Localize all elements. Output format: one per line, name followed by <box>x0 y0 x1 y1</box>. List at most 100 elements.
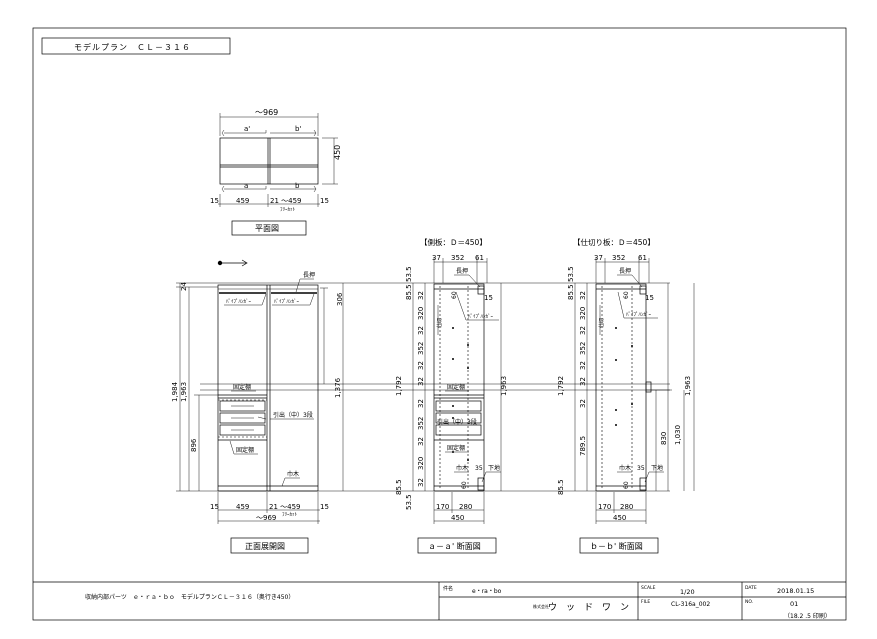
sec-a-dim-15: 15 <box>484 294 493 302</box>
front-dim-24: 24 <box>180 282 188 291</box>
scale-value: 1/20 <box>680 588 695 596</box>
svg-text:320: 320 <box>417 457 425 470</box>
sec-b-nageshi: 長押 <box>619 267 631 275</box>
plan-dim-21-459: 21 ～459 <box>270 197 302 205</box>
svg-text:32: 32 <box>579 326 587 335</box>
title-description: 収納内部パーツ ｅ・ｒａ・ｂｏ モデルプランＣＬ－３１６（奥行き450） <box>85 593 294 601</box>
sec-a-top-61: 61 <box>475 254 484 262</box>
sec-b-left-dim-stack: 53.5 85.5 32 320 32 352 32 32 32 789.5 8… <box>557 266 587 495</box>
front-pipe-hanger-2: ﾊﾟｲﾌﾟﾊﾝｶﾞｰ <box>274 298 300 305</box>
sec-a-caption: ａ－ａ' 断面図 <box>428 541 481 551</box>
sec-b-top-37: 37 <box>594 254 603 262</box>
front-habaki-label: 巾木 <box>287 470 299 478</box>
sec-a-dim-1963: 1,963 <box>500 376 508 396</box>
sec-b-pipe-hanger: ﾊﾟｲﾌﾟﾊﾝｶﾞｰ <box>626 311 652 318</box>
sec-a-bot-450: 450 <box>451 514 464 522</box>
plan-view: ～969 a' b' 450 a b 15 459 21 ～459 <box>210 108 342 236</box>
svg-text:352: 352 <box>417 417 425 430</box>
plan-caption: 平面図 <box>255 224 279 233</box>
plan-width-dim: ～969 <box>255 108 278 117</box>
front-dim-21-459: 21 ～459 <box>269 503 301 511</box>
front-total-width: ～969 <box>256 514 276 522</box>
plan-section-b-bot: b <box>295 182 300 190</box>
front-dim-1963: 1,963 <box>180 382 188 402</box>
front-dim-306: 306 <box>336 292 344 306</box>
sec-b-dim-15: 15 <box>645 294 654 302</box>
sec-b-bot-280: 280 <box>620 503 633 511</box>
sec-b-dim-1963: 1,963 <box>684 376 692 396</box>
plan-dim-459: 459 <box>236 197 249 205</box>
svg-text:32: 32 <box>579 361 587 370</box>
sec-a-pipe-hanger: ﾊﾟｲﾌﾟﾊﾝｶﾞｰ <box>468 313 494 320</box>
direction-arrow-icon <box>217 259 248 267</box>
sec-a-shelf-1: 固定棚 <box>447 383 465 391</box>
svg-text:320: 320 <box>417 307 425 320</box>
sec-b-bot-450: 450 <box>613 514 626 522</box>
svg-text:85.5: 85.5 <box>395 479 403 495</box>
front-shelf-support-2: 固定棚 <box>236 446 254 454</box>
plan-dim-15-right: 15 <box>320 197 329 205</box>
sheet-border <box>32 27 847 621</box>
svg-text:32: 32 <box>417 361 425 370</box>
model-plan-title: モデルプラン ＣＬ－３１６ <box>74 42 191 52</box>
file-value: CL-316a_002 <box>671 601 710 608</box>
svg-text:32: 32 <box>417 478 425 487</box>
svg-text:352: 352 <box>579 342 587 355</box>
sec-b-dim-35: 35 <box>637 465 645 472</box>
kenmei-label: 件名 <box>443 585 453 592</box>
sec-b-dim-1792: 1,792 <box>557 376 565 396</box>
sec-a-habaki: 巾木 <box>456 464 468 472</box>
model-plan-label: モデルプラン ＣＬ－３１６ <box>41 37 231 55</box>
svg-text:352: 352 <box>417 342 425 355</box>
no-label: NO. <box>745 599 753 605</box>
svg-text:53.5: 53.5 <box>405 266 413 282</box>
section-b: 37 352 61 仕切 長押 15 ﾊﾟｲﾌﾟﾊﾝｶﾞｰ 60 巾木 35 下… <box>557 254 695 554</box>
sec-a-dim-1792: 1,792 <box>395 376 403 396</box>
front-pipe-hanger-1: ﾊﾟｲﾌﾟﾊﾝｶﾞｰ <box>226 298 252 305</box>
company-name: ウ ッ ド ワ ン <box>548 602 629 613</box>
svg-text:32: 32 <box>417 437 425 446</box>
side-panel-title: 【側板：Ｄ＝450】 <box>420 237 487 247</box>
front-dim-1984: 1,984 <box>171 381 179 402</box>
sec-a-drawer: 引出（中）3段 <box>437 418 477 426</box>
partition-title: 【仕切り板：Ｄ＝450】 <box>573 237 655 247</box>
front-drawer-label: 引出（中）3段 <box>273 411 313 419</box>
svg-text:32: 32 <box>579 291 587 300</box>
svg-text:32: 32 <box>417 377 425 386</box>
sec-a-bot-170: 170 <box>436 503 449 511</box>
sec-a-top-352: 352 <box>451 254 464 262</box>
no-value: 01 <box>790 600 798 608</box>
front-dim-459: 459 <box>236 503 249 511</box>
svg-text:85.5: 85.5 <box>567 284 575 300</box>
front-nageshi-label: 長押 <box>303 271 315 279</box>
title-block: 収納内部パーツ ｅ・ｒａ・ｂｏ モデルプランＣＬ－３１６（奥行き450） 件名 … <box>33 581 846 620</box>
sec-a-left-dim-stack: 53.5 85.5 32 320 32 352 32 32 32 352 32 … <box>395 266 425 510</box>
sec-b-bot-170: 170 <box>598 503 611 511</box>
svg-text:53.5: 53.5 <box>567 266 575 282</box>
kenmei-value: e・ra・bo <box>472 588 502 595</box>
scale-label: SCALE <box>641 585 656 591</box>
svg-text:789.5: 789.5 <box>579 436 587 456</box>
sec-b-habaki: 巾木 <box>619 464 631 472</box>
date-label: DATE <box>745 585 757 591</box>
svg-text:85.5: 85.5 <box>557 479 565 495</box>
svg-text:仕切: 仕切 <box>436 318 443 328</box>
plan-dim-15-left: 15 <box>210 197 219 205</box>
svg-text:32: 32 <box>417 326 425 335</box>
sec-b-caption: ｂ－ｂ' 断面図 <box>590 541 643 551</box>
sec-a-shitaji: 下地 <box>488 464 500 472</box>
section-a: 37 352 61 仕切 長押 15 ﾊﾟｲﾌﾟﾊﾝｶﾞｰ <box>395 254 508 554</box>
company-label: 株式会社 <box>533 603 549 609</box>
svg-text:仕切: 仕切 <box>598 318 605 328</box>
plan-section-a-bot: a <box>244 182 248 190</box>
print-revision: （18.2 .5 印刷） <box>784 612 831 620</box>
sec-b-top-352: 352 <box>612 254 625 262</box>
front-dim-896: 896 <box>190 438 198 452</box>
date-value: 2018.01.15 <box>777 587 814 595</box>
sec-a-dim-60-bot: 60 <box>461 481 468 489</box>
front-caption: 正面展開図 <box>245 542 285 551</box>
sec-a-top-37: 37 <box>432 254 441 262</box>
svg-text:32: 32 <box>417 291 425 300</box>
front-dim-15-right: 15 <box>320 503 329 511</box>
